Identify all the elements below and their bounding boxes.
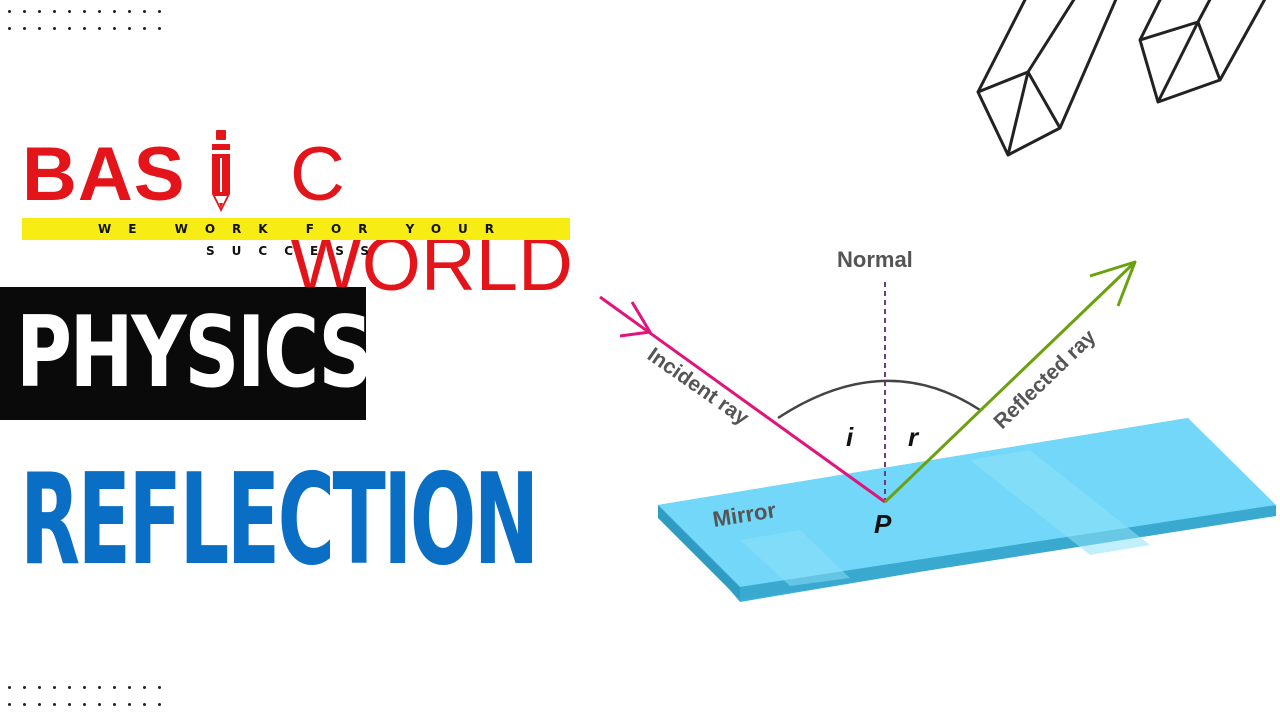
decorative-dot [53,27,56,30]
decorative-dot [38,686,41,689]
pencil-icon [212,130,230,212]
decorative-dot [158,27,161,30]
decorative-dot [98,10,101,13]
decorative-dot [23,27,26,30]
decorative-dot [143,703,146,706]
decorative-dot [68,27,71,30]
decorative-dot [158,703,161,706]
decorative-dot [113,10,116,13]
incident-ray [599,295,886,504]
decorative-dot [158,686,161,689]
decorative-dot [113,703,116,706]
reflected-ray-label: Reflected ray [989,325,1100,433]
angle-r-label: r [908,422,920,452]
decorative-dot [98,27,101,30]
decorative-dot [83,10,86,13]
decorative-dot [143,27,146,30]
decorative-dot [8,686,11,689]
decorative-dots-bottom [8,686,173,720]
decorative-dot [158,10,161,13]
decorative-dot [23,703,26,706]
decorative-dot [23,10,26,13]
decorative-dot [68,10,71,13]
decorative-dot [143,686,146,689]
decorative-dot [38,703,41,706]
decorative-dot [38,10,41,13]
reflection-diagram: Normal Incident ray Reflected ray i r Mi… [599,247,1276,602]
decorative-dot [128,10,131,13]
brand-logo: BAS C WORLD WE WORK FOR YOUR SUCCESS [20,130,580,307]
point-p-label: P [874,509,892,539]
decorative-dot [128,686,131,689]
mirror [658,418,1276,602]
decorative-dots-top [8,10,173,44]
decorative-dot [68,703,71,706]
decorative-dot [53,703,56,706]
decorative-dot [23,686,26,689]
tagline-bar: WE WORK FOR YOUR SUCCESS [22,218,570,258]
brand-name-part1: BAS [22,132,186,217]
topic-title: REFLECTION [20,446,539,593]
brand-tagline: WE WORK FOR YOUR SUCCESS [97,222,512,258]
subject-title: PHYSICS [16,296,373,410]
decorative-dot [113,686,116,689]
decorative-dot [8,10,11,13]
decorative-dot [83,703,86,706]
decorative-dot [53,686,56,689]
normal-label: Normal [837,247,913,272]
decorative-dot [128,27,131,30]
reflected-ray [883,260,1137,504]
decorative-dot [83,686,86,689]
prism-outline-icon [976,0,1267,157]
decorative-dot [98,703,101,706]
decorative-dot [113,27,116,30]
subject-banner: PHYSICS [0,287,373,420]
decorative-dot [143,10,146,13]
incident-ray-label: Incident ray [643,343,753,430]
decorative-dot [68,686,71,689]
decorative-dot [83,27,86,30]
decorative-dot [98,686,101,689]
angle-arc [777,379,981,420]
decorative-dot [8,27,11,30]
decorative-dot [38,27,41,30]
angle-i-label: i [846,422,854,452]
decorative-dot [128,703,131,706]
decorative-dot [53,10,56,13]
decorative-dot [8,703,11,706]
